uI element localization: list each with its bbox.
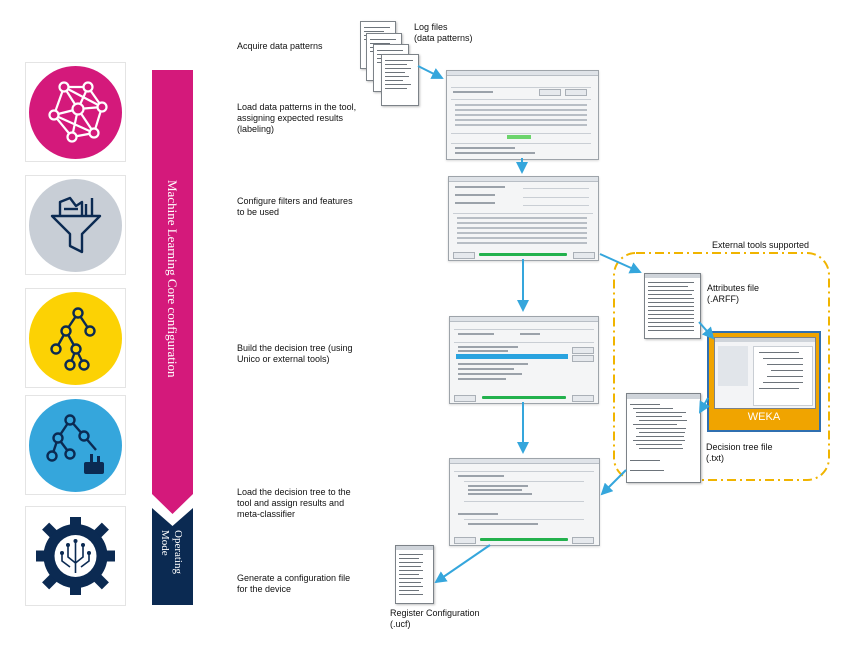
decision-tree-file-sublabel: (.txt): [706, 453, 724, 463]
attributes-file-sublabel: (.ARFF): [707, 294, 739, 304]
arrow-config-to-attributes: [599, 253, 642, 274]
arrow-attributes-to-weka: [698, 321, 715, 340]
neural-network-icon: [48, 81, 108, 143]
tool-screenshot-configure: [448, 176, 599, 261]
icon-card-data-filter: [25, 175, 126, 275]
register-config-file: [395, 545, 434, 604]
log-file-4: [381, 54, 419, 106]
icon-card-tree-build: [25, 395, 126, 495]
step-build-tree: Build the decision tree (using Unico or …: [237, 343, 353, 364]
tree-build-tools-icon: [46, 414, 104, 474]
icon-card-gear-circuit: [25, 506, 126, 606]
tool-screenshot-load-tree: [449, 458, 600, 546]
data-filter-funnel-icon: [50, 196, 102, 254]
step-load-tree: Load the decision tree to the tool and a…: [237, 487, 351, 519]
register-config-sublabel: (.ucf): [390, 619, 411, 629]
register-config-label: Register Configuration: [390, 608, 480, 618]
weka-label: WEKA: [747, 411, 781, 423]
log-files-label: Log files: [414, 22, 448, 32]
core-config-band: Machine Learning Core configuration: [152, 70, 193, 514]
decision-tree-file-label: Decision tree file: [706, 442, 773, 452]
external-tools-dashed-border: [613, 252, 830, 481]
tool-screenshot-load-patterns: [446, 70, 599, 160]
operating-mode-band: Operating Mode: [152, 508, 193, 605]
operating-mode-label: Operating Mode: [159, 530, 184, 574]
arrow-weka-to-tree-file: [699, 397, 711, 414]
icon-card-decision-tree: [25, 288, 126, 388]
decision-tree-file-preview: [626, 393, 701, 483]
decision-tree-icon: [50, 307, 96, 371]
step-configure: Configure filters and features to be use…: [237, 196, 353, 217]
tool-screenshot-build-tree: [449, 316, 599, 404]
weka-panel: WEKA: [707, 331, 821, 432]
attributes-file-preview: [644, 273, 701, 339]
step-generate: Generate a configuration file for the de…: [237, 573, 351, 594]
arrow-tree-file-to-loadtree: [600, 469, 627, 496]
log-files-sublabel: (data patterns): [414, 33, 473, 43]
core-config-label: Machine Learning Core configuration: [165, 180, 180, 378]
arrow-loadtree-to-register: [434, 544, 491, 584]
step-acquire: Acquire data patterns: [237, 41, 323, 51]
gear-circuit-icon: [36, 517, 115, 595]
arrow-logs-to-load: [417, 65, 444, 79]
icon-card-neural-network: [25, 62, 126, 162]
step-load-patterns: Load data patterns in the tool, assignin…: [237, 102, 357, 134]
external-tools-label: External tools supported: [712, 240, 810, 250]
weka-screenshot: [714, 337, 816, 409]
attributes-file-label: Attributes file: [707, 283, 760, 293]
